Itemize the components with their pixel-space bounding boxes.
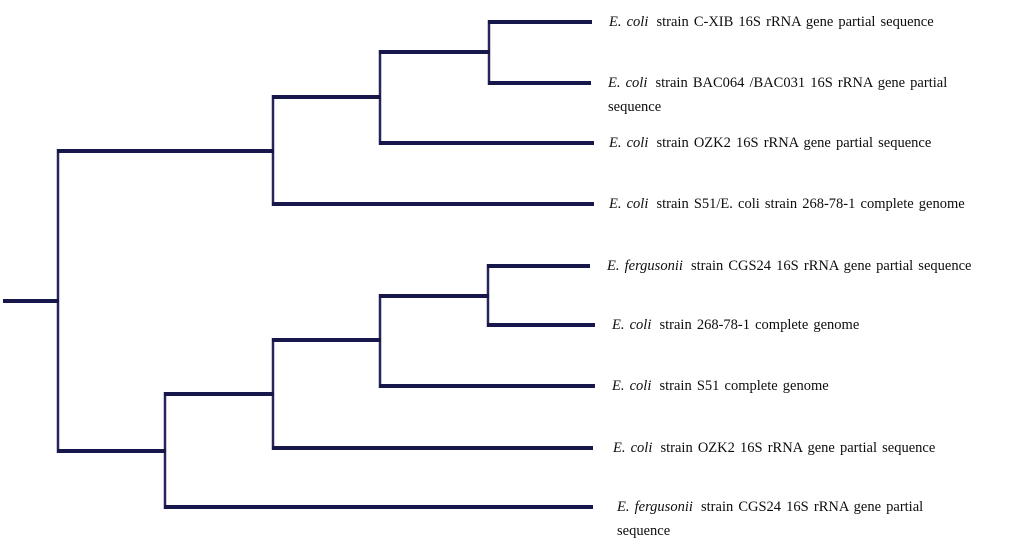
tree-svg — [3, 20, 595, 509]
phylogenetic-tree-figure: E. coli strain C-XIB 16S rRNA gene parti… — [3, 14, 972, 539]
